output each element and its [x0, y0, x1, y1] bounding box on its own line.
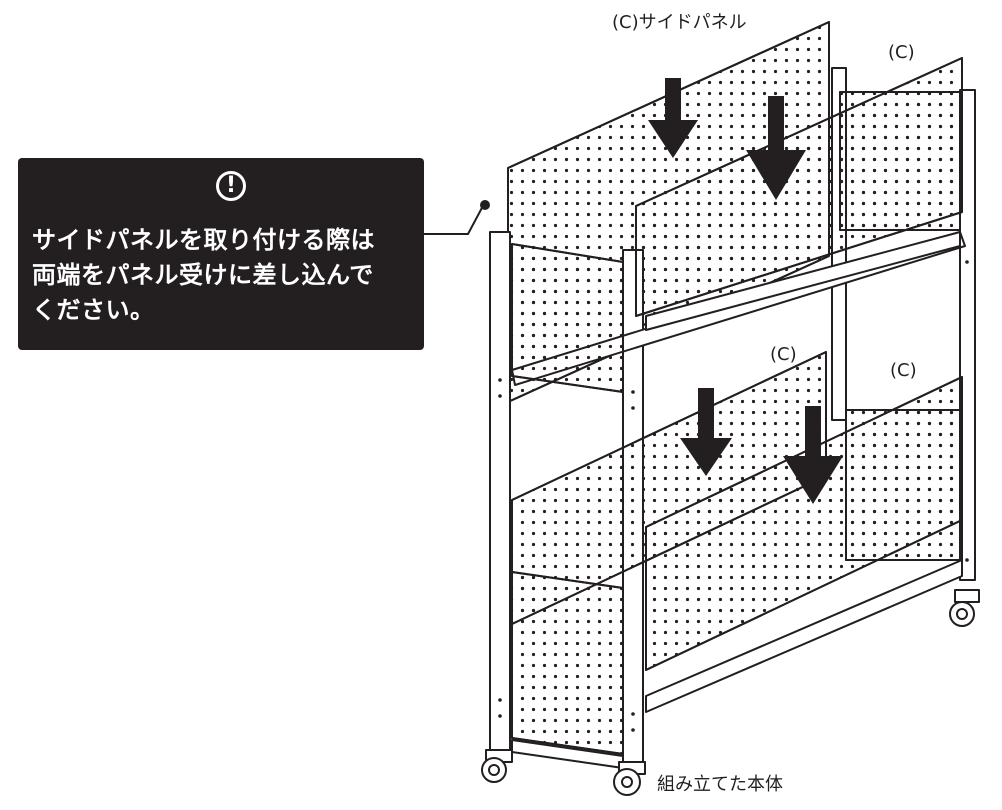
upper-left-panel	[511, 243, 624, 393]
label-side-panel: (C)サイドパネル	[612, 12, 747, 33]
lower-shelf	[645, 559, 963, 713]
caution-line: ください。	[32, 296, 155, 324]
label-c-lower-right: (C)	[890, 360, 917, 381]
front-post-left	[489, 231, 511, 761]
exclamation-circle-icon: !	[216, 171, 246, 201]
arrow-down-1	[648, 78, 698, 158]
upper-shelf-top	[645, 231, 961, 331]
insert-arrows	[648, 78, 843, 504]
caster-left-front	[481, 749, 513, 783]
leader-line	[424, 203, 485, 235]
caster-mid-front	[613, 761, 646, 796]
arrow-down-3	[680, 388, 732, 476]
caution-line: 両端をパネル受けに差し込んで	[32, 261, 374, 289]
lower-left-panel	[511, 571, 624, 755]
label-c-upper-right: (C)	[888, 42, 915, 63]
arrow-down-4	[783, 406, 843, 504]
label-c-lower-mid: (C)	[770, 344, 797, 365]
caution-note: ! サイドパネルを取り付ける際は 両端をパネル受けに差し込んで ください。	[18, 158, 424, 350]
caster-right-rear	[949, 589, 980, 627]
leader-dot	[480, 200, 490, 210]
caution-line: サイドパネルを取り付ける際は	[32, 226, 375, 254]
label-assembled-body: 組み立てた本体	[657, 774, 783, 795]
caution-text: サイドパネルを取り付ける際は 両端をパネル受けに差し込んで ください。	[32, 223, 422, 328]
arrow-down-2	[746, 96, 806, 200]
